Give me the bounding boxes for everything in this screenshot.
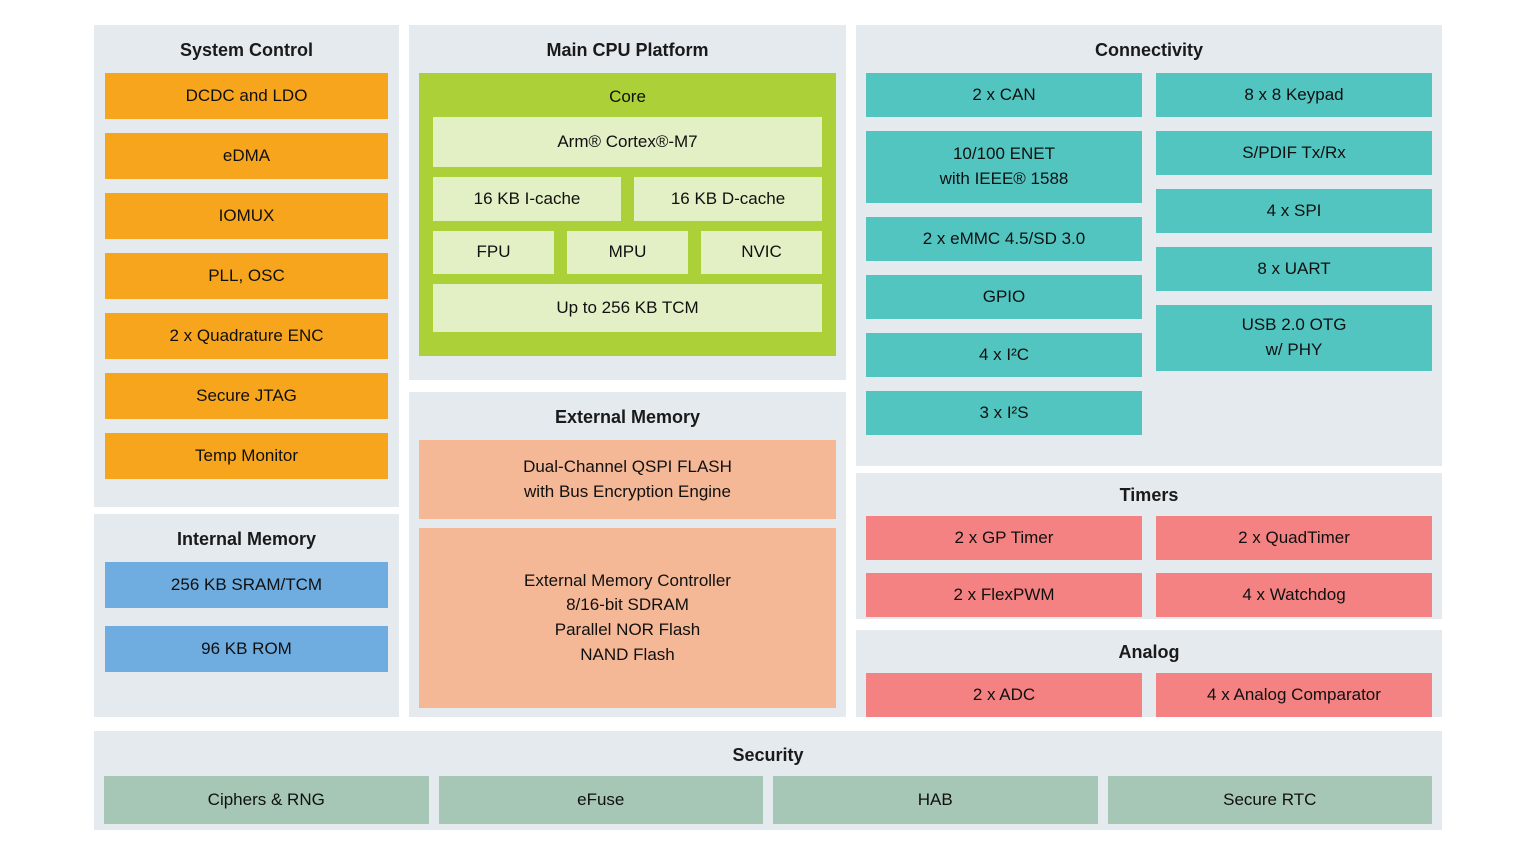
panel-security: Security Ciphers & RNG eFuse HAB Secure … bbox=[94, 731, 1442, 830]
block-analog-comparator: 4 x Analog Comparator bbox=[1156, 673, 1432, 717]
block-quadtimer: 2 x QuadTimer bbox=[1156, 516, 1432, 560]
block-can: 2 x CAN bbox=[866, 73, 1142, 117]
system-control-blocks: DCDC and LDO eDMA IOMUX PLL, OSC 2 x Qua… bbox=[94, 73, 399, 479]
cache-row: 16 KB I-cache 16 KB D-cache bbox=[433, 177, 822, 221]
external-memory-title: External Memory bbox=[554, 407, 701, 427]
block-enet: 10/100 ENET with IEEE® 1588 bbox=[866, 131, 1142, 203]
block-mpu: MPU bbox=[567, 231, 688, 274]
panel-analog: Analog 2 x ADC 4 x Analog Comparator bbox=[856, 630, 1442, 717]
block-fpu: FPU bbox=[433, 231, 554, 274]
block-qspi-flash: Dual-Channel QSPI FLASH with Bus Encrypt… bbox=[419, 440, 836, 519]
connectivity-columns: 2 x CAN 10/100 ENET with IEEE® 1588 2 x … bbox=[856, 73, 1442, 435]
block-nvic: NVIC bbox=[701, 231, 822, 274]
connectivity-left-column: 2 x CAN 10/100 ENET with IEEE® 1588 2 x … bbox=[866, 73, 1142, 435]
block-sram-tcm: 256 KB SRAM/TCM bbox=[105, 562, 388, 608]
panel-internal-memory: Internal Memory 256 KB SRAM/TCM 96 KB RO… bbox=[94, 514, 399, 717]
block-adc: 2 x ADC bbox=[866, 673, 1142, 717]
block-ciphers-rng: Ciphers & RNG bbox=[104, 776, 429, 824]
block-spi: 4 x SPI bbox=[1156, 189, 1432, 233]
panel-main-cpu-platform: Main CPU Platform Core Arm® Cortex®-M7 1… bbox=[409, 25, 846, 380]
block-hab: HAB bbox=[773, 776, 1098, 824]
timers-title: Timers bbox=[1119, 485, 1179, 505]
block-edma: eDMA bbox=[105, 133, 388, 179]
panel-timers: Timers 2 x GP Timer 2 x QuadTimer 2 x Fl… bbox=[856, 473, 1442, 619]
connectivity-right-column: 8 x 8 Keypad S/PDIF Tx/Rx 4 x SPI 8 x UA… bbox=[1156, 73, 1432, 435]
internal-memory-title: Internal Memory bbox=[176, 529, 317, 549]
block-watchdog: 4 x Watchdog bbox=[1156, 573, 1432, 617]
block-secure-jtag: Secure JTAG bbox=[105, 373, 388, 419]
block-rom: 96 KB ROM bbox=[105, 626, 388, 672]
analog-blocks: 2 x ADC 4 x Analog Comparator bbox=[856, 673, 1442, 717]
block-usb-otg: USB 2.0 OTG w/ PHY bbox=[1156, 305, 1432, 371]
block-keypad: 8 x 8 Keypad bbox=[1156, 73, 1432, 117]
block-gpio: GPIO bbox=[866, 275, 1142, 319]
block-pll-osc: PLL, OSC bbox=[105, 253, 388, 299]
block-dcdc-and-ldo: DCDC and LDO bbox=[105, 73, 388, 119]
block-uart: 8 x UART bbox=[1156, 247, 1432, 291]
analog-title: Analog bbox=[1118, 642, 1180, 662]
block-cortex-m7: Arm® Cortex®-M7 bbox=[433, 117, 822, 167]
block-emmc-sd: 2 x eMMC 4.5/SD 3.0 bbox=[866, 217, 1142, 261]
system-control-title: System Control bbox=[179, 40, 314, 60]
timers-blocks: 2 x GP Timer 2 x QuadTimer 2 x FlexPWM 4… bbox=[856, 516, 1442, 617]
block-efuse: eFuse bbox=[438, 776, 763, 824]
panel-connectivity: Connectivity 2 x CAN 10/100 ENET with IE… bbox=[856, 25, 1442, 466]
block-spdif: S/PDIF Tx/Rx bbox=[1156, 131, 1432, 175]
internal-memory-blocks: 256 KB SRAM/TCM 96 KB ROM bbox=[94, 562, 399, 672]
connectivity-title: Connectivity bbox=[1094, 40, 1204, 60]
core-container: Core Arm® Cortex®-M7 16 KB I-cache 16 KB… bbox=[419, 73, 836, 356]
block-iomux: IOMUX bbox=[105, 193, 388, 239]
block-flexpwm: 2 x FlexPWM bbox=[866, 573, 1142, 617]
fpu-mpu-nvic-row: FPU MPU NVIC bbox=[433, 231, 822, 274]
block-secure-rtc: Secure RTC bbox=[1107, 776, 1432, 824]
main-cpu-platform-title: Main CPU Platform bbox=[546, 40, 709, 60]
block-quadrature-enc: 2 x Quadrature ENC bbox=[105, 313, 388, 359]
block-i2c: 4 x I²C bbox=[866, 333, 1142, 377]
block-i2s: 3 x I²S bbox=[866, 391, 1142, 435]
block-dcache: 16 KB D-cache bbox=[634, 177, 822, 221]
block-tcm: Up to 256 KB TCM bbox=[433, 284, 822, 332]
security-title: Security bbox=[732, 745, 804, 765]
block-gp-timer: 2 x GP Timer bbox=[866, 516, 1142, 560]
core-label: Core bbox=[609, 87, 646, 106]
block-icache: 16 KB I-cache bbox=[433, 177, 621, 221]
block-temp-monitor: Temp Monitor bbox=[105, 433, 388, 479]
panel-external-memory: External Memory Dual-Channel QSPI FLASH … bbox=[409, 392, 846, 717]
block-external-memory-controller: External Memory Controller 8/16-bit SDRA… bbox=[419, 528, 836, 708]
security-blocks: Ciphers & RNG eFuse HAB Secure RTC bbox=[94, 776, 1442, 824]
panel-system-control: System Control DCDC and LDO eDMA IOMUX P… bbox=[94, 25, 399, 507]
